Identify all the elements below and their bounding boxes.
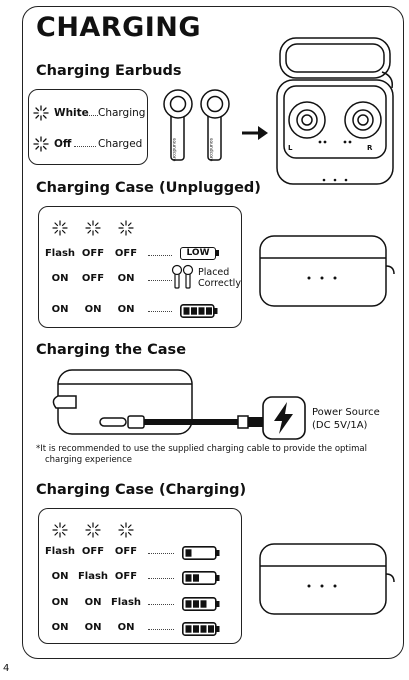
case-right-label: R xyxy=(367,144,373,152)
led-state: ON xyxy=(51,273,69,284)
bud-brand-label: soundcore xyxy=(171,138,176,162)
led-state: ON xyxy=(84,622,102,633)
open-charging-case-illustration xyxy=(276,37,394,185)
earbuds-illustration xyxy=(163,89,230,161)
earbud-meaning-charging: Charging xyxy=(98,107,146,119)
led-state: ON xyxy=(51,571,69,582)
battery-bar xyxy=(200,600,207,608)
power-source-label: Power Source (DC 5V/1A) xyxy=(312,407,380,431)
led-state: ON xyxy=(51,304,69,315)
dotted-leader xyxy=(148,604,174,605)
battery-bar xyxy=(193,574,199,582)
battery-icon xyxy=(182,545,222,564)
battery-tip xyxy=(216,550,220,556)
battery-tip xyxy=(216,626,220,632)
earbud-state-off: Off xyxy=(54,138,72,150)
led-state: OFF xyxy=(114,571,138,582)
led-light-icon xyxy=(33,136,49,152)
led-state: OFF xyxy=(81,546,105,557)
battery-bar xyxy=(183,307,190,315)
battery-bar xyxy=(208,625,214,633)
battery-tip xyxy=(216,575,220,581)
case-left-label: L xyxy=(288,144,293,152)
battery-bar xyxy=(200,625,207,633)
battery-bar xyxy=(185,574,192,582)
battery-icon xyxy=(182,596,222,615)
earbud-meaning-charged: Charged xyxy=(98,138,143,150)
battery-bar xyxy=(206,307,212,315)
case-with-cable-illustration xyxy=(52,369,264,435)
battery-tip xyxy=(216,601,220,607)
led-state: ON xyxy=(117,622,135,633)
led-state: Flash xyxy=(77,571,109,582)
battery-bar xyxy=(191,307,197,315)
battery-icon xyxy=(182,570,222,589)
led-indicators-icon xyxy=(52,522,134,538)
led-state: Flash xyxy=(44,546,76,557)
battery-icon xyxy=(180,303,220,322)
battery-bar xyxy=(185,625,192,633)
battery-icon xyxy=(182,621,222,640)
battery-tip xyxy=(216,250,219,256)
heading-charging-the-case: Charging the Case xyxy=(36,342,187,358)
led-state: ON xyxy=(51,622,69,633)
led-state: ON xyxy=(117,273,135,284)
battery-bar xyxy=(193,600,199,608)
cable-recommendation-note: *It is recommended to use the supplied c… xyxy=(36,444,367,465)
led-indicators-icon xyxy=(52,220,134,236)
battery-bar xyxy=(185,600,192,608)
battery-tip xyxy=(214,308,218,314)
dotted-leader xyxy=(148,280,172,281)
led-state: OFF xyxy=(114,248,138,259)
dotted-leader xyxy=(148,578,174,579)
closed-charging-case-illustration xyxy=(259,235,395,307)
led-state: Flash xyxy=(110,597,142,608)
closed-charging-case-illustration xyxy=(259,543,395,615)
power-source-icon xyxy=(262,396,306,440)
battery-bar xyxy=(193,625,199,633)
led-state: ON xyxy=(51,597,69,608)
low-battery-badge: LOW xyxy=(180,247,216,260)
led-light-icon xyxy=(33,105,49,121)
battery-bar xyxy=(185,549,192,557)
heading-case-charging: Charging Case (Charging) xyxy=(36,482,247,498)
battery-bar xyxy=(198,307,205,315)
bud-brand-label: soundcore xyxy=(208,138,213,162)
led-state: ON xyxy=(84,597,102,608)
earbuds-placed-icon xyxy=(171,264,194,289)
page-number: 4 xyxy=(3,663,10,674)
page-frame xyxy=(22,6,404,659)
dotted-leader xyxy=(148,311,172,312)
dotted-leader xyxy=(74,146,96,147)
dotted-leader xyxy=(86,115,98,116)
led-state: ON xyxy=(117,304,135,315)
led-state: OFF xyxy=(81,248,105,259)
heading-charging-earbuds: Charging Earbuds xyxy=(36,63,182,79)
led-state: OFF xyxy=(81,273,105,284)
dotted-leader xyxy=(148,629,174,630)
earbud-state-white: White xyxy=(54,107,89,119)
earbud-led-panel xyxy=(28,89,148,165)
led-state: Flash xyxy=(44,248,76,259)
led-state: OFF xyxy=(114,546,138,557)
arrow-right-icon xyxy=(242,126,268,140)
dotted-leader xyxy=(148,553,174,554)
page-title: CHARGING xyxy=(36,12,202,43)
dotted-leader xyxy=(148,255,172,256)
heading-case-unplugged: Charging Case (Unplugged) xyxy=(36,180,261,196)
led-state: ON xyxy=(84,304,102,315)
placed-correctly-label: Placed Correctly xyxy=(198,267,241,289)
